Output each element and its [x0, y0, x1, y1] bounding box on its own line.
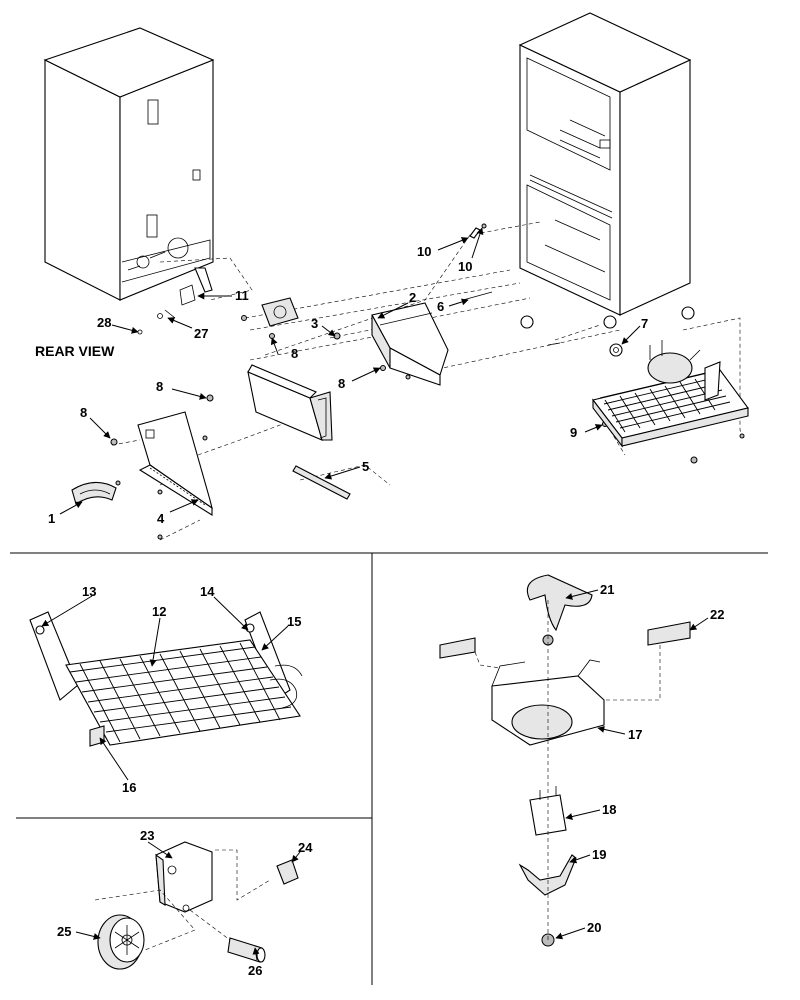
front-cabinet: [518, 12, 695, 329]
kick-grille: [71, 481, 117, 505]
callout-21: 21: [600, 582, 614, 597]
callout-23: 23: [140, 828, 154, 843]
callout-20: 20: [587, 920, 601, 935]
callout-13: 13: [82, 584, 96, 599]
callout-8-far-left: 8: [80, 405, 87, 420]
callout-11: 11: [235, 288, 249, 303]
callout-22: 22: [710, 607, 724, 622]
callout-8-left: 8: [156, 379, 163, 394]
callout-16: 16: [122, 780, 136, 795]
callout-18: 18: [602, 802, 616, 817]
rear-small-parts: [137, 267, 213, 335]
callout-4: 4: [157, 511, 165, 526]
rear-view-caption: REAR VIEW: [35, 343, 115, 359]
front-roller: [609, 343, 623, 357]
air-duct: [371, 302, 449, 386]
callout-10-right: 10: [458, 259, 472, 274]
callout-2: 2: [409, 290, 416, 305]
callout-14: 14: [200, 584, 215, 599]
callout-leaders: [41, 227, 709, 961]
evaporator-fan-assembly: [439, 574, 691, 947]
callout-28: 28: [97, 315, 111, 330]
callout-1: 1: [48, 511, 55, 526]
callout-26: 26: [248, 963, 262, 978]
callout-6: 6: [437, 299, 444, 314]
callout-8-upper: 8: [291, 346, 298, 361]
roller-assembly: [94, 841, 299, 970]
callout-9: 9: [570, 425, 577, 440]
rear-view-cabinet: [43, 27, 215, 301]
callout-3: 3: [311, 316, 318, 331]
callout-17: 17: [628, 727, 642, 742]
callout-25: 25: [57, 924, 71, 939]
evaporator-coil: [29, 611, 303, 747]
callout-10-left: 10: [417, 244, 431, 259]
callout-5: 5: [362, 459, 369, 474]
fan-motor-bracket: [241, 297, 299, 339]
callout-27: 27: [194, 326, 208, 341]
compressor-base-pan: [592, 340, 749, 464]
callout-labels: 1 2 3 4 5 6 7 8 8 8 8 9 10 10 11 12 13 1…: [48, 244, 724, 978]
callout-7: 7: [641, 316, 648, 331]
callout-19: 19: [592, 847, 606, 862]
callout-15: 15: [287, 614, 301, 629]
condenser-fan-bracket: [247, 364, 333, 441]
callout-24: 24: [298, 840, 313, 855]
machine-access-panel: [137, 411, 213, 516]
callout-12: 12: [152, 604, 166, 619]
callout-8-center: 8: [338, 376, 345, 391]
drain-rod: [292, 465, 351, 500]
